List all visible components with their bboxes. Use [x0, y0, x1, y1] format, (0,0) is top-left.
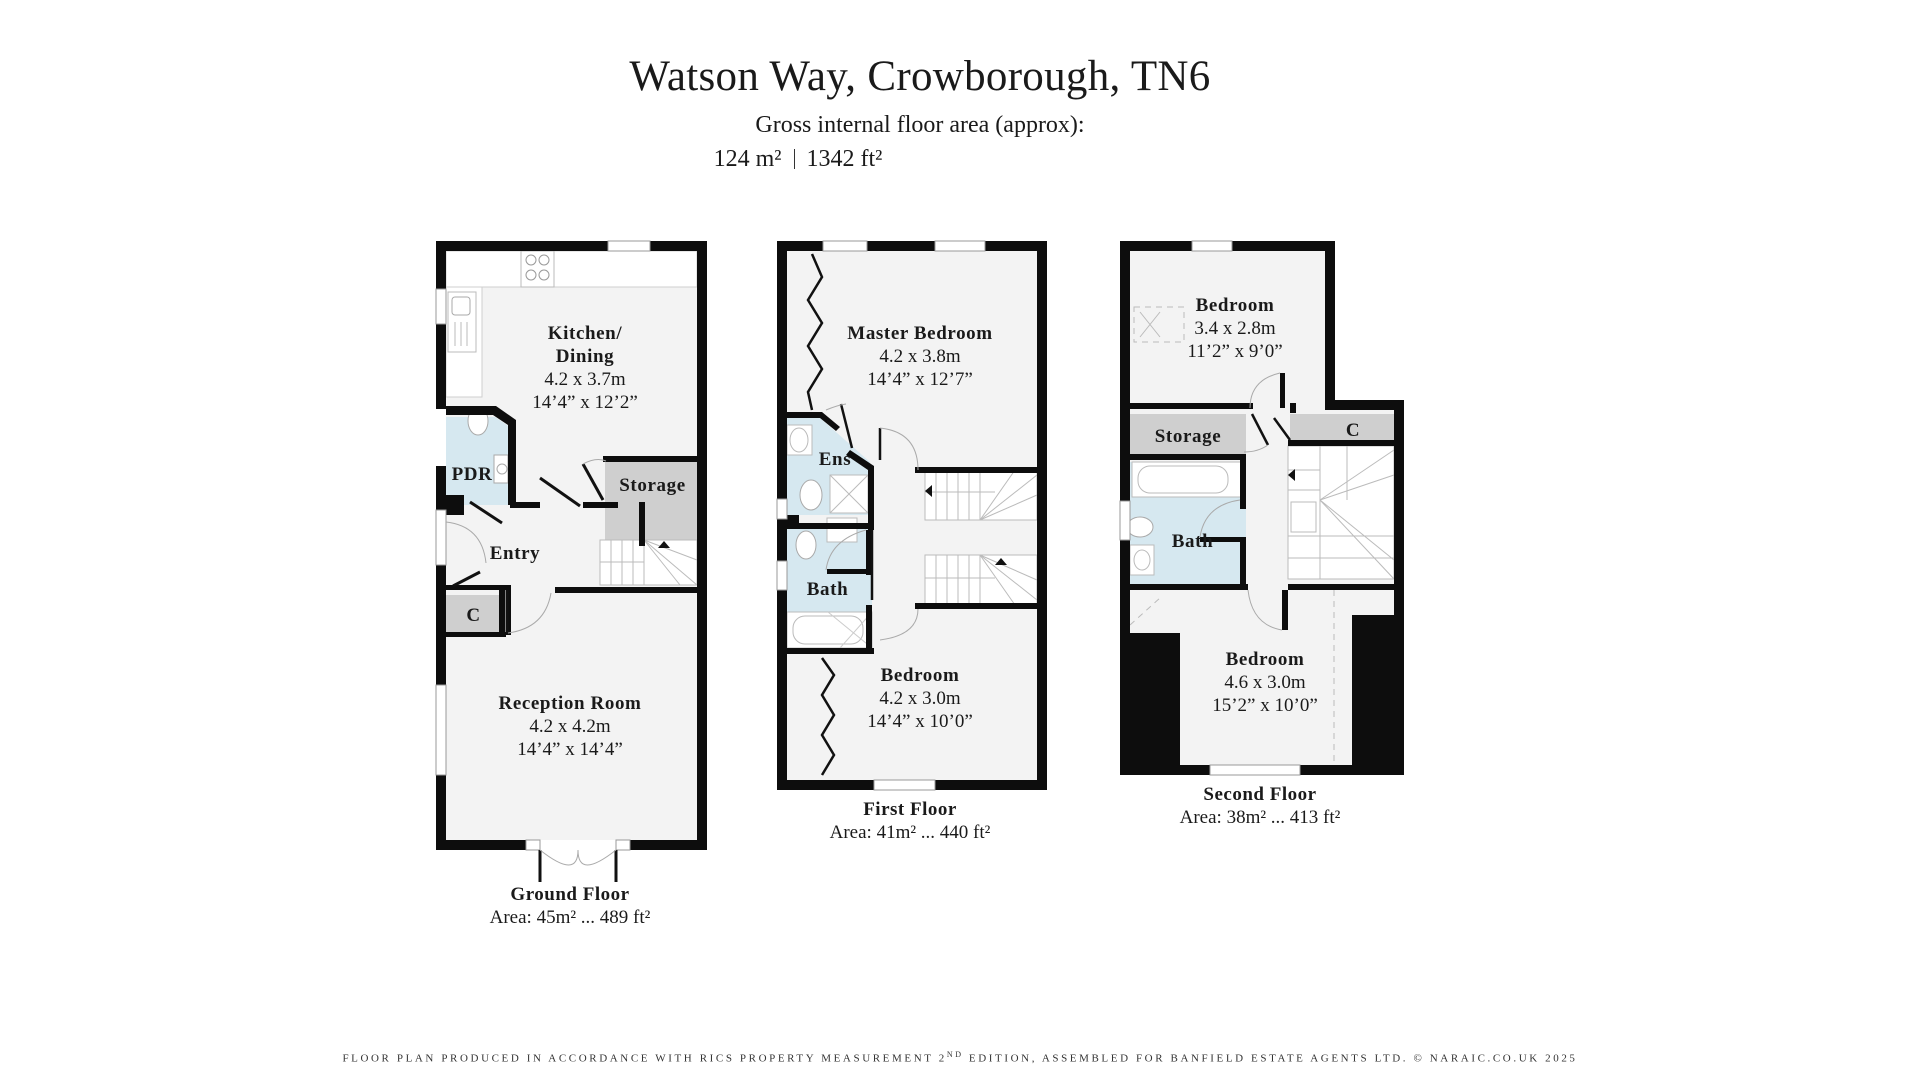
- room-bath-2: Bath: [1160, 530, 1225, 553]
- room-dims-imperial: 14’4” x 12’2”: [532, 392, 638, 413]
- floor-name: First Floor: [863, 799, 957, 820]
- room-dims-imperial: 14’4” x 12’7”: [867, 369, 973, 390]
- room-bath: Bath: [795, 578, 860, 601]
- second-floor-plan: [1119, 240, 1404, 776]
- room-entry: Entry: [480, 542, 550, 565]
- footer-superscript: ND: [946, 1050, 964, 1059]
- room-name: Kitchen/: [547, 323, 623, 344]
- room-dims-metric: 4.2 x 3.0m: [879, 688, 961, 709]
- gross-area-label: Gross internal floor area (approx):: [755, 112, 1085, 138]
- floor-area: Area: 41m² ... 440 ft²: [829, 822, 991, 843]
- room-bedroom-4: Bedroom 4.6 x 3.0m 15’2” x 10’0”: [1190, 648, 1340, 717]
- room-name-line2: Dining: [555, 346, 615, 367]
- room-reception: Reception Room 4.2 x 4.2m 14’4” x 14’4”: [470, 692, 670, 761]
- room-name: C: [466, 605, 481, 626]
- total-area-ft2: 1342 ft²: [806, 146, 883, 172]
- divider: [793, 149, 795, 169]
- room-storage-2: Storage: [1133, 425, 1243, 448]
- room-name: Bedroom: [1195, 295, 1275, 316]
- second-floor-caption: Second Floor Area: 38m² ... 413 ft²: [1140, 783, 1380, 829]
- room-dims-imperial: 11’2” x 9’0”: [1187, 341, 1283, 362]
- room-name: Storage: [1154, 426, 1222, 447]
- room-name: PDR: [451, 464, 493, 485]
- room-name: Bedroom: [1225, 649, 1305, 670]
- room-dims-metric: 4.2 x 4.2m: [529, 716, 611, 737]
- room-dims-metric: 3.4 x 2.8m: [1194, 318, 1276, 339]
- room-name: Bedroom: [880, 665, 960, 686]
- floor-name: Second Floor: [1203, 784, 1317, 805]
- room-name: Storage: [619, 475, 686, 496]
- gross-area-values: 124 m² 1342 ft²: [0, 146, 1718, 173]
- first-floor-plan: [776, 240, 1047, 791]
- room-name: Bath: [1171, 531, 1214, 552]
- room-cupboard: C: [446, 604, 501, 627]
- room-ensuite: Ens: [810, 448, 860, 471]
- ground-floor-plan: [435, 240, 707, 882]
- room-kitchen-dining: Kitchen/ Dining 4.2 x 3.7m 14’4” x 12’2”: [500, 322, 670, 414]
- room-dims-metric: 4.2 x 3.7m: [544, 369, 626, 390]
- room-dims-imperial: 15’2” x 10’0”: [1212, 695, 1318, 716]
- floor-name: Ground Floor: [510, 884, 630, 905]
- room-dims-metric: 4.6 x 3.0m: [1224, 672, 1306, 693]
- room-dims-imperial: 14’4” x 14’4”: [517, 739, 623, 760]
- room-name: Entry: [489, 543, 541, 564]
- floor-area: Area: 38m² ... 413 ft²: [1179, 807, 1341, 828]
- footer-text-b: EDITION, ASSEMBLED FOR BANFIELD ESTATE A…: [963, 1052, 1578, 1065]
- room-name: Bath: [806, 579, 849, 600]
- room-name: C: [1345, 420, 1361, 441]
- floor-area: Area: 45m² ... 489 ft²: [489, 907, 651, 928]
- footer-text-a: FLOOR PLAN PRODUCED IN ACCORDANCE WITH R…: [342, 1052, 947, 1065]
- plan-title: Watson Way, Crowborough, TN6: [629, 53, 1211, 100]
- room-name: Reception Room: [498, 693, 642, 714]
- room-name: Ens: [818, 449, 852, 470]
- room-storage: Storage: [605, 474, 700, 497]
- first-floor-caption: First Floor Area: 41m² ... 440 ft²: [790, 798, 1030, 844]
- room-dims-imperial: 14’4” x 10’0”: [867, 711, 973, 732]
- room-master-bedroom: Master Bedroom 4.2 x 3.8m 14’4” x 12’7”: [820, 322, 1020, 391]
- room-pdr: PDR: [447, 463, 497, 486]
- room-bedroom-3: Bedroom 3.4 x 2.8m 11’2” x 9’0”: [1160, 294, 1310, 363]
- room-bedroom-2: Bedroom 4.2 x 3.0m 14’4” x 10’0”: [840, 664, 1000, 733]
- ground-floor-caption: Ground Floor Area: 45m² ... 489 ft²: [450, 883, 690, 929]
- room-dims-metric: 4.2 x 3.8m: [879, 346, 961, 367]
- room-cupboard-2: C: [1320, 419, 1386, 442]
- total-area-m2: 124 m²: [713, 146, 782, 172]
- footer-credit: FLOOR PLAN PRODUCED IN ACCORDANCE WITH R…: [0, 1050, 1920, 1065]
- room-name: Master Bedroom: [847, 323, 993, 344]
